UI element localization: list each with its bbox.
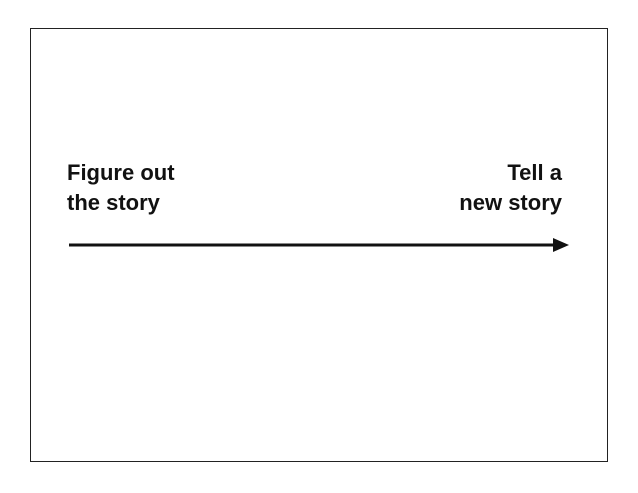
progress-arrow xyxy=(69,238,569,252)
start-label-line-2: the story xyxy=(67,190,160,215)
arrow-head-icon xyxy=(553,238,569,252)
start-label: Figure out the story xyxy=(67,158,175,218)
end-label-line-1: Tell a xyxy=(507,160,562,185)
slide-frame: Figure out the story Tell a new story xyxy=(30,28,608,462)
end-label-line-2: new story xyxy=(459,190,562,215)
start-label-line-1: Figure out xyxy=(67,160,175,185)
end-label: Tell a new story xyxy=(459,158,562,218)
